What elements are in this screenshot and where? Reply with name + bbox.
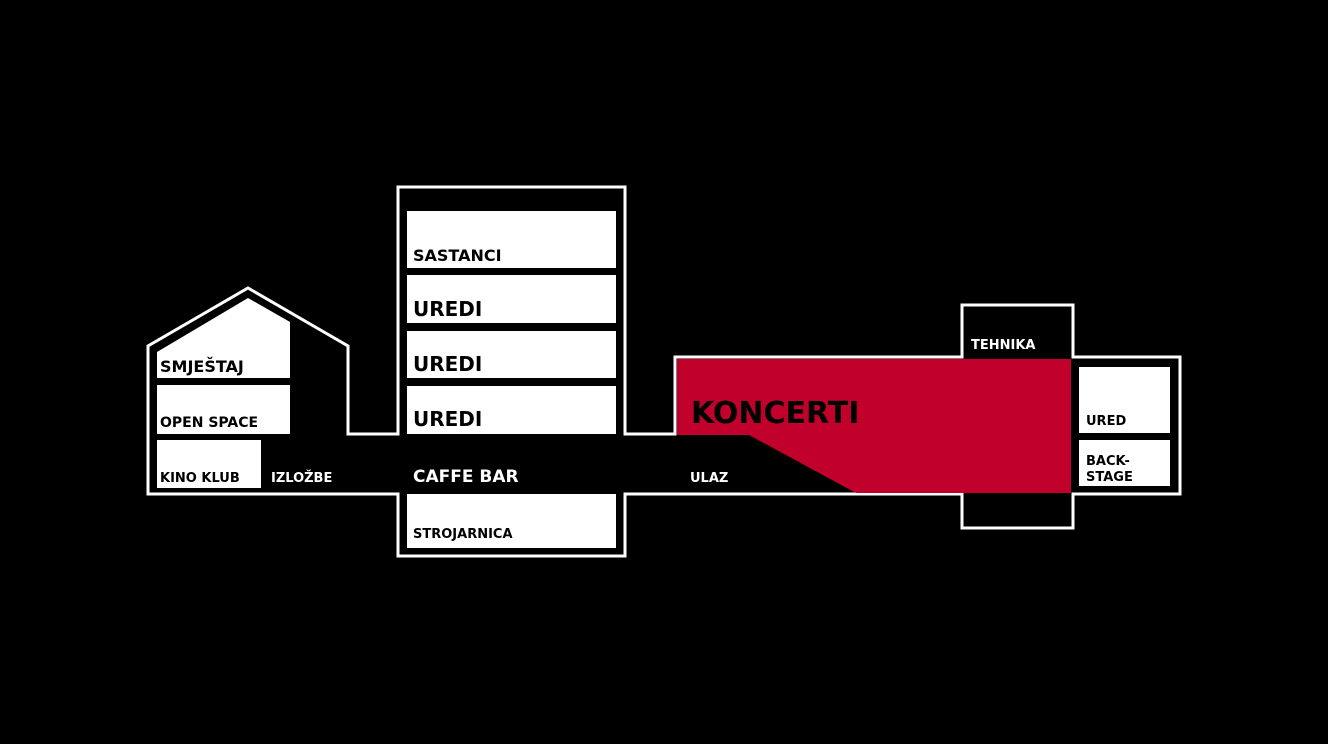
label-kino-klub: KINO KLUB bbox=[160, 471, 240, 486]
label-backstage-line1: BACK- bbox=[1086, 454, 1130, 469]
room-backstage[interactable] bbox=[1079, 440, 1170, 486]
room-kino-klub[interactable] bbox=[157, 440, 261, 488]
label-sastanci: SASTANCI bbox=[413, 246, 502, 265]
label-uredi-3: UREDI bbox=[413, 407, 482, 431]
label-uredi-1: UREDI bbox=[413, 297, 482, 321]
label-tehnika: TEHNIKA bbox=[971, 338, 1035, 353]
room-uredi-1[interactable] bbox=[407, 275, 616, 323]
label-ulaz: ULAZ bbox=[690, 471, 728, 486]
label-koncerti: KONCERTI bbox=[691, 396, 859, 431]
room-sastanci[interactable] bbox=[407, 211, 616, 268]
room-koncerti-highlight[interactable] bbox=[677, 359, 1071, 493]
label-uredi-2: UREDI bbox=[413, 352, 482, 376]
label-strojarnica: STROJARNICA bbox=[413, 527, 513, 542]
room-uredi-2[interactable] bbox=[407, 331, 616, 378]
room-open-space[interactable] bbox=[157, 385, 290, 434]
room-smjestaj[interactable] bbox=[157, 298, 290, 378]
label-open-space: OPEN SPACE bbox=[160, 415, 258, 431]
label-smjestaj: SMJEŠTAJ bbox=[160, 357, 244, 376]
room-ured[interactable] bbox=[1079, 367, 1170, 433]
label-backstage-line2: STAGE bbox=[1086, 470, 1133, 485]
label-caffe-bar: CAFFE BAR bbox=[413, 467, 519, 487]
label-ured: URED bbox=[1086, 414, 1126, 429]
room-uredi-3[interactable] bbox=[407, 386, 616, 434]
label-izlozbe: IZLOŽBE bbox=[271, 470, 332, 486]
room-strojarnica[interactable] bbox=[407, 494, 616, 548]
